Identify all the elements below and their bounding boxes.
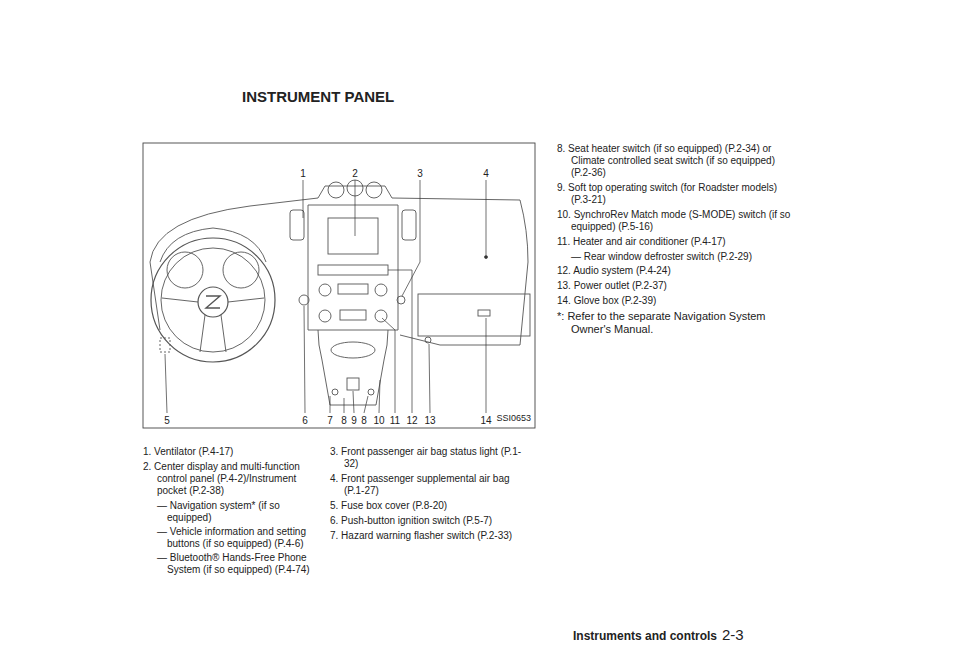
steering-spokes — [162, 298, 264, 352]
callout-number: 8 — [341, 415, 347, 426]
page-title: INSTRUMENT PANEL — [242, 88, 394, 105]
list-item: 1. Ventilator (P.4-17) — [143, 446, 321, 458]
list-subitem: — Bluetooth® Hands-Free Phone System (if… — [143, 552, 321, 576]
callout-number: 4 — [483, 168, 489, 179]
vent — [290, 210, 304, 240]
text-column: 8. Seat heater switch (if so equipped) (… — [557, 143, 792, 336]
gauge — [328, 182, 344, 198]
callout-number: 8 — [361, 415, 367, 426]
list-item: 5. Fuse box cover (P.8-20) — [330, 500, 530, 512]
list-item: 7. Hazard warning flasher switch (P.2-33… — [330, 530, 530, 542]
callout-number: 12 — [406, 415, 417, 426]
control-panel — [338, 284, 368, 294]
callout-number: 10 — [373, 415, 384, 426]
center-stack — [308, 205, 398, 330]
ignition-switch — [299, 295, 309, 305]
meter — [167, 252, 203, 288]
shifter-base — [331, 342, 375, 358]
figure-code: SSI0653 — [496, 413, 531, 424]
control-knob — [319, 310, 331, 322]
center-display — [328, 218, 378, 254]
audio-unit — [318, 265, 388, 275]
climate-panel — [340, 310, 366, 320]
callout-number: 9 — [351, 415, 357, 426]
console-switch — [347, 378, 359, 390]
callout-number: 5 — [164, 415, 170, 426]
callout-number: 3 — [417, 168, 423, 179]
steering-hub — [198, 287, 228, 317]
glove-box-handle — [478, 310, 490, 316]
list-item: 12. Audio system (P.4-24) — [557, 265, 792, 277]
list-item: 8. Seat heater switch (if so equipped) (… — [557, 143, 792, 179]
callout-number: 1 — [300, 168, 306, 179]
control-knob — [375, 310, 387, 322]
steering-wheel — [151, 238, 275, 362]
meter-hood — [160, 228, 266, 262]
callout-number: 14 — [480, 415, 491, 426]
dashboard-lower — [150, 262, 528, 345]
section-name: Instruments and controls — [573, 629, 717, 643]
text-column: 3. Front passenger air bag status light … — [330, 446, 530, 545]
airbag-light — [397, 296, 405, 304]
callout-number: 6 — [302, 415, 308, 426]
control-knob — [319, 284, 331, 296]
list-item: 14. Glove box (P.2-39) — [557, 295, 792, 307]
list-subitem: — Rear window defroster switch (P.2-29) — [557, 251, 792, 263]
steering-wheel-inner — [161, 248, 265, 352]
list-item: 9. Soft top operating switch (for Roadst… — [557, 182, 792, 206]
footnote: *: Refer to the separate Navigation Syst… — [557, 310, 792, 336]
console-switch — [332, 389, 338, 395]
figure-frame — [143, 143, 535, 428]
fuse-box-cover — [160, 338, 170, 352]
callout-number: 11 — [390, 415, 400, 426]
list-subitem: — Navigation system* (if so equipped) — [143, 500, 321, 524]
list-item: 2. Center display and multi-function con… — [143, 461, 321, 497]
callout-number: 2 — [352, 168, 358, 179]
gauge — [366, 182, 382, 198]
list-item: 13. Power outlet (P.2-37) — [557, 280, 792, 292]
glove-box — [418, 294, 530, 336]
console-switch — [368, 389, 374, 395]
text-column: 1. Ventilator (P.4-17) 2. Center display … — [143, 446, 321, 578]
leader-lines — [165, 180, 488, 413]
vent — [402, 210, 416, 240]
callout-number: 13 — [424, 415, 435, 426]
page-number: 2-3 — [722, 626, 744, 643]
list-item: 3. Front passenger air bag status light … — [330, 446, 530, 470]
list-item: 6. Push-button ignition switch (P.5-7) — [330, 515, 530, 527]
steering-emblem — [206, 296, 220, 308]
list-item: 10. SynchroRev Match mode (S-MODE) switc… — [557, 209, 792, 233]
callout-number: 7 — [327, 415, 333, 426]
list-subitem: — Vehicle information and setting button… — [143, 526, 321, 550]
power-outlet — [425, 337, 431, 343]
list-item: 4. Front passenger supplemental air bag … — [330, 473, 530, 497]
list-item: 11. Heater and air conditioner (P.4-17) — [557, 236, 792, 248]
meter — [223, 252, 259, 288]
control-knob — [375, 284, 387, 296]
